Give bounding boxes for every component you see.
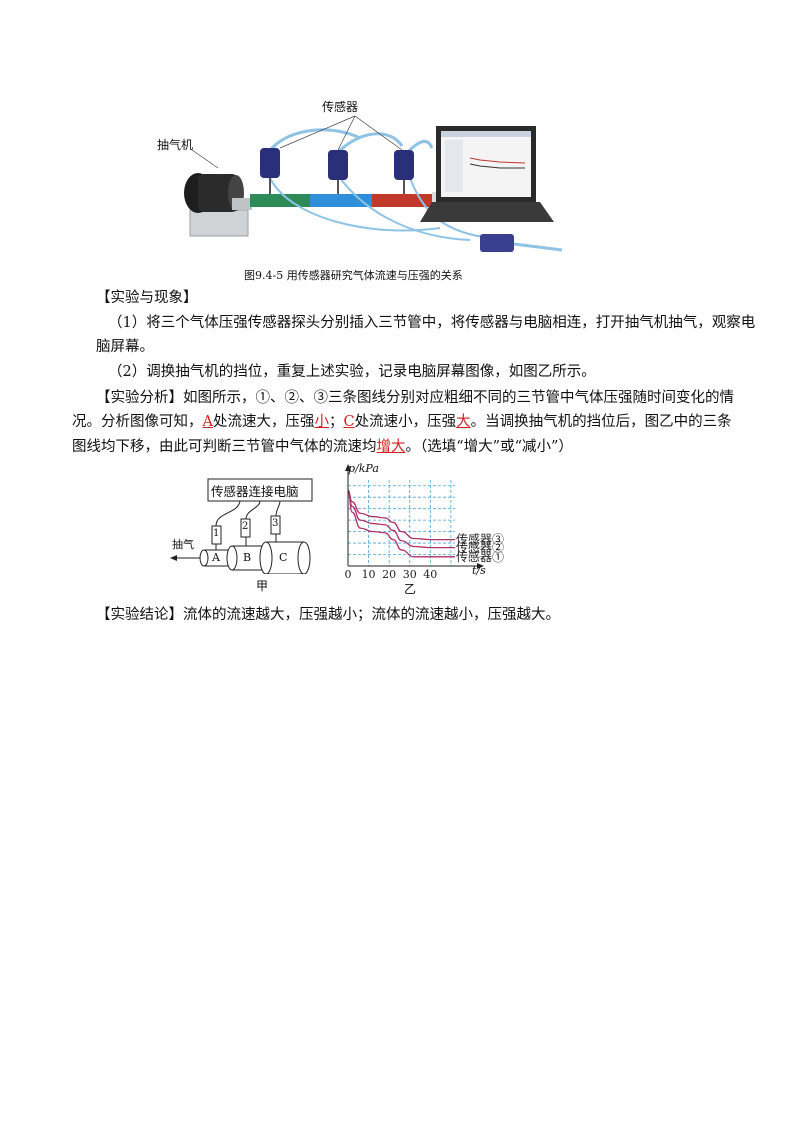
series-line-1 (347, 489, 455, 558)
analysis-text-2e: 。当调换抽气机的挡位后，图乙中的三条 (470, 414, 732, 430)
x-tick-label: 20 (382, 568, 396, 581)
sensor-box-label: 传感器连接电脑 (211, 484, 299, 499)
series-line-2 (347, 489, 455, 549)
step1-line2: 脑屏幕。 (96, 339, 154, 355)
answer-increase: 增大 (376, 439, 406, 455)
analysis-text-3b: 。（选填“增大”或“减小”） (405, 439, 573, 455)
series-label-1: 传感器① (456, 549, 504, 564)
experiment-photo: 传感器 抽气机 (157, 98, 570, 260)
x-tick-label: 40 (423, 568, 437, 581)
answer-a: A (202, 414, 213, 430)
photo-caption: 图9.4-5 用传感器研究气体流速与压强的关系 (244, 269, 463, 282)
x-tick-label: 0 (345, 568, 352, 581)
step1-line1: （1）将三个气体压强传感器探头分别插入三节管中，将传感器与电脑相连，打开抽气机抽… (108, 315, 756, 331)
x-axis-arrow (477, 563, 484, 569)
analysis-text-2d: 处流速小，压强 (354, 414, 457, 430)
pipe-diagram (170, 478, 313, 575)
analysis-text-2c: ； (328, 414, 344, 430)
analysis-text-3a: 图线均下移，由此可判断三节管中气体的流速均 (72, 439, 377, 455)
conclusion-text: 流体的流速越大，压强越小；流体的流速越小，压强越大。 (183, 607, 560, 623)
pump-label: 抽气机 (157, 138, 194, 152)
sensor-num-3: 3 (272, 518, 279, 529)
diagram-jia: 传感器连接电脑 抽气 1 2 3 A B C 甲 (168, 474, 318, 594)
sensor-label: 传感器 (322, 100, 359, 114)
chart-ylabel: p/kPa (348, 462, 379, 475)
analysis-text-1: 如图所示，①、②、③三条图线分别对应粗细不同的三节管中气体压强随时间变化的情 (183, 390, 734, 406)
y-axis-arrow (345, 464, 351, 471)
pipe-label-b: B (243, 551, 252, 564)
x-tick-label: 10 (362, 568, 376, 581)
chart-xlabel: t/s (472, 564, 486, 577)
answer-large: 大 (456, 414, 471, 430)
experiment-photo-drawing (170, 98, 570, 260)
conclusion-heading: 【实验结论】 (96, 607, 183, 623)
series-line-3 (347, 489, 455, 541)
pipe-label-c: C (279, 551, 288, 564)
analysis-text-2b: 处流速大，压强 (212, 414, 315, 430)
x-tick-label: 30 (403, 568, 417, 581)
step2-text: （2）调换抽气机的挡位，重复上述实验，记录电脑屏幕图像，如图乙所示。 (108, 364, 596, 380)
analysis-line1: 【实验分析】如图所示，①、②、③三条图线分别对应粗细不同的三节管中气体压强随时间… (96, 388, 734, 408)
conclusion-line: 【实验结论】流体的流速越大，压强越小；流体的流速越小，压强越大。 (96, 605, 560, 625)
pump-illustration (184, 173, 252, 237)
sensor-num-1: 1 (213, 528, 220, 539)
section-heading-experiment: 【实验与现象】 (96, 290, 198, 306)
diagram-jia-caption: 甲 (256, 579, 269, 593)
laptop-illustration (420, 126, 554, 222)
pipe-label-a: A (212, 551, 220, 564)
analysis-heading: 【实验分析】 (96, 390, 183, 406)
analysis-line3: 图线均下移，由此可判断三节管中气体的流速均增大。（选填“增大”或“减小”） (72, 437, 573, 457)
answer-small: 小 (314, 414, 329, 430)
analysis-text-2a: 况。分析图像可知， (72, 414, 203, 430)
pump-arrow-label: 抽气 (172, 538, 194, 551)
chart-caption: 乙 (404, 582, 417, 596)
series-label-3: 传感器③ (456, 532, 504, 547)
analysis-line2: 况。分析图像可知，A处流速大，压强小；C处流速小，压强大。当调换抽气机的挡位后，… (72, 412, 732, 432)
sensor-num-2: 2 (242, 521, 249, 532)
answer-c: C (343, 414, 355, 430)
series-label-2: 传感器② (456, 540, 504, 555)
